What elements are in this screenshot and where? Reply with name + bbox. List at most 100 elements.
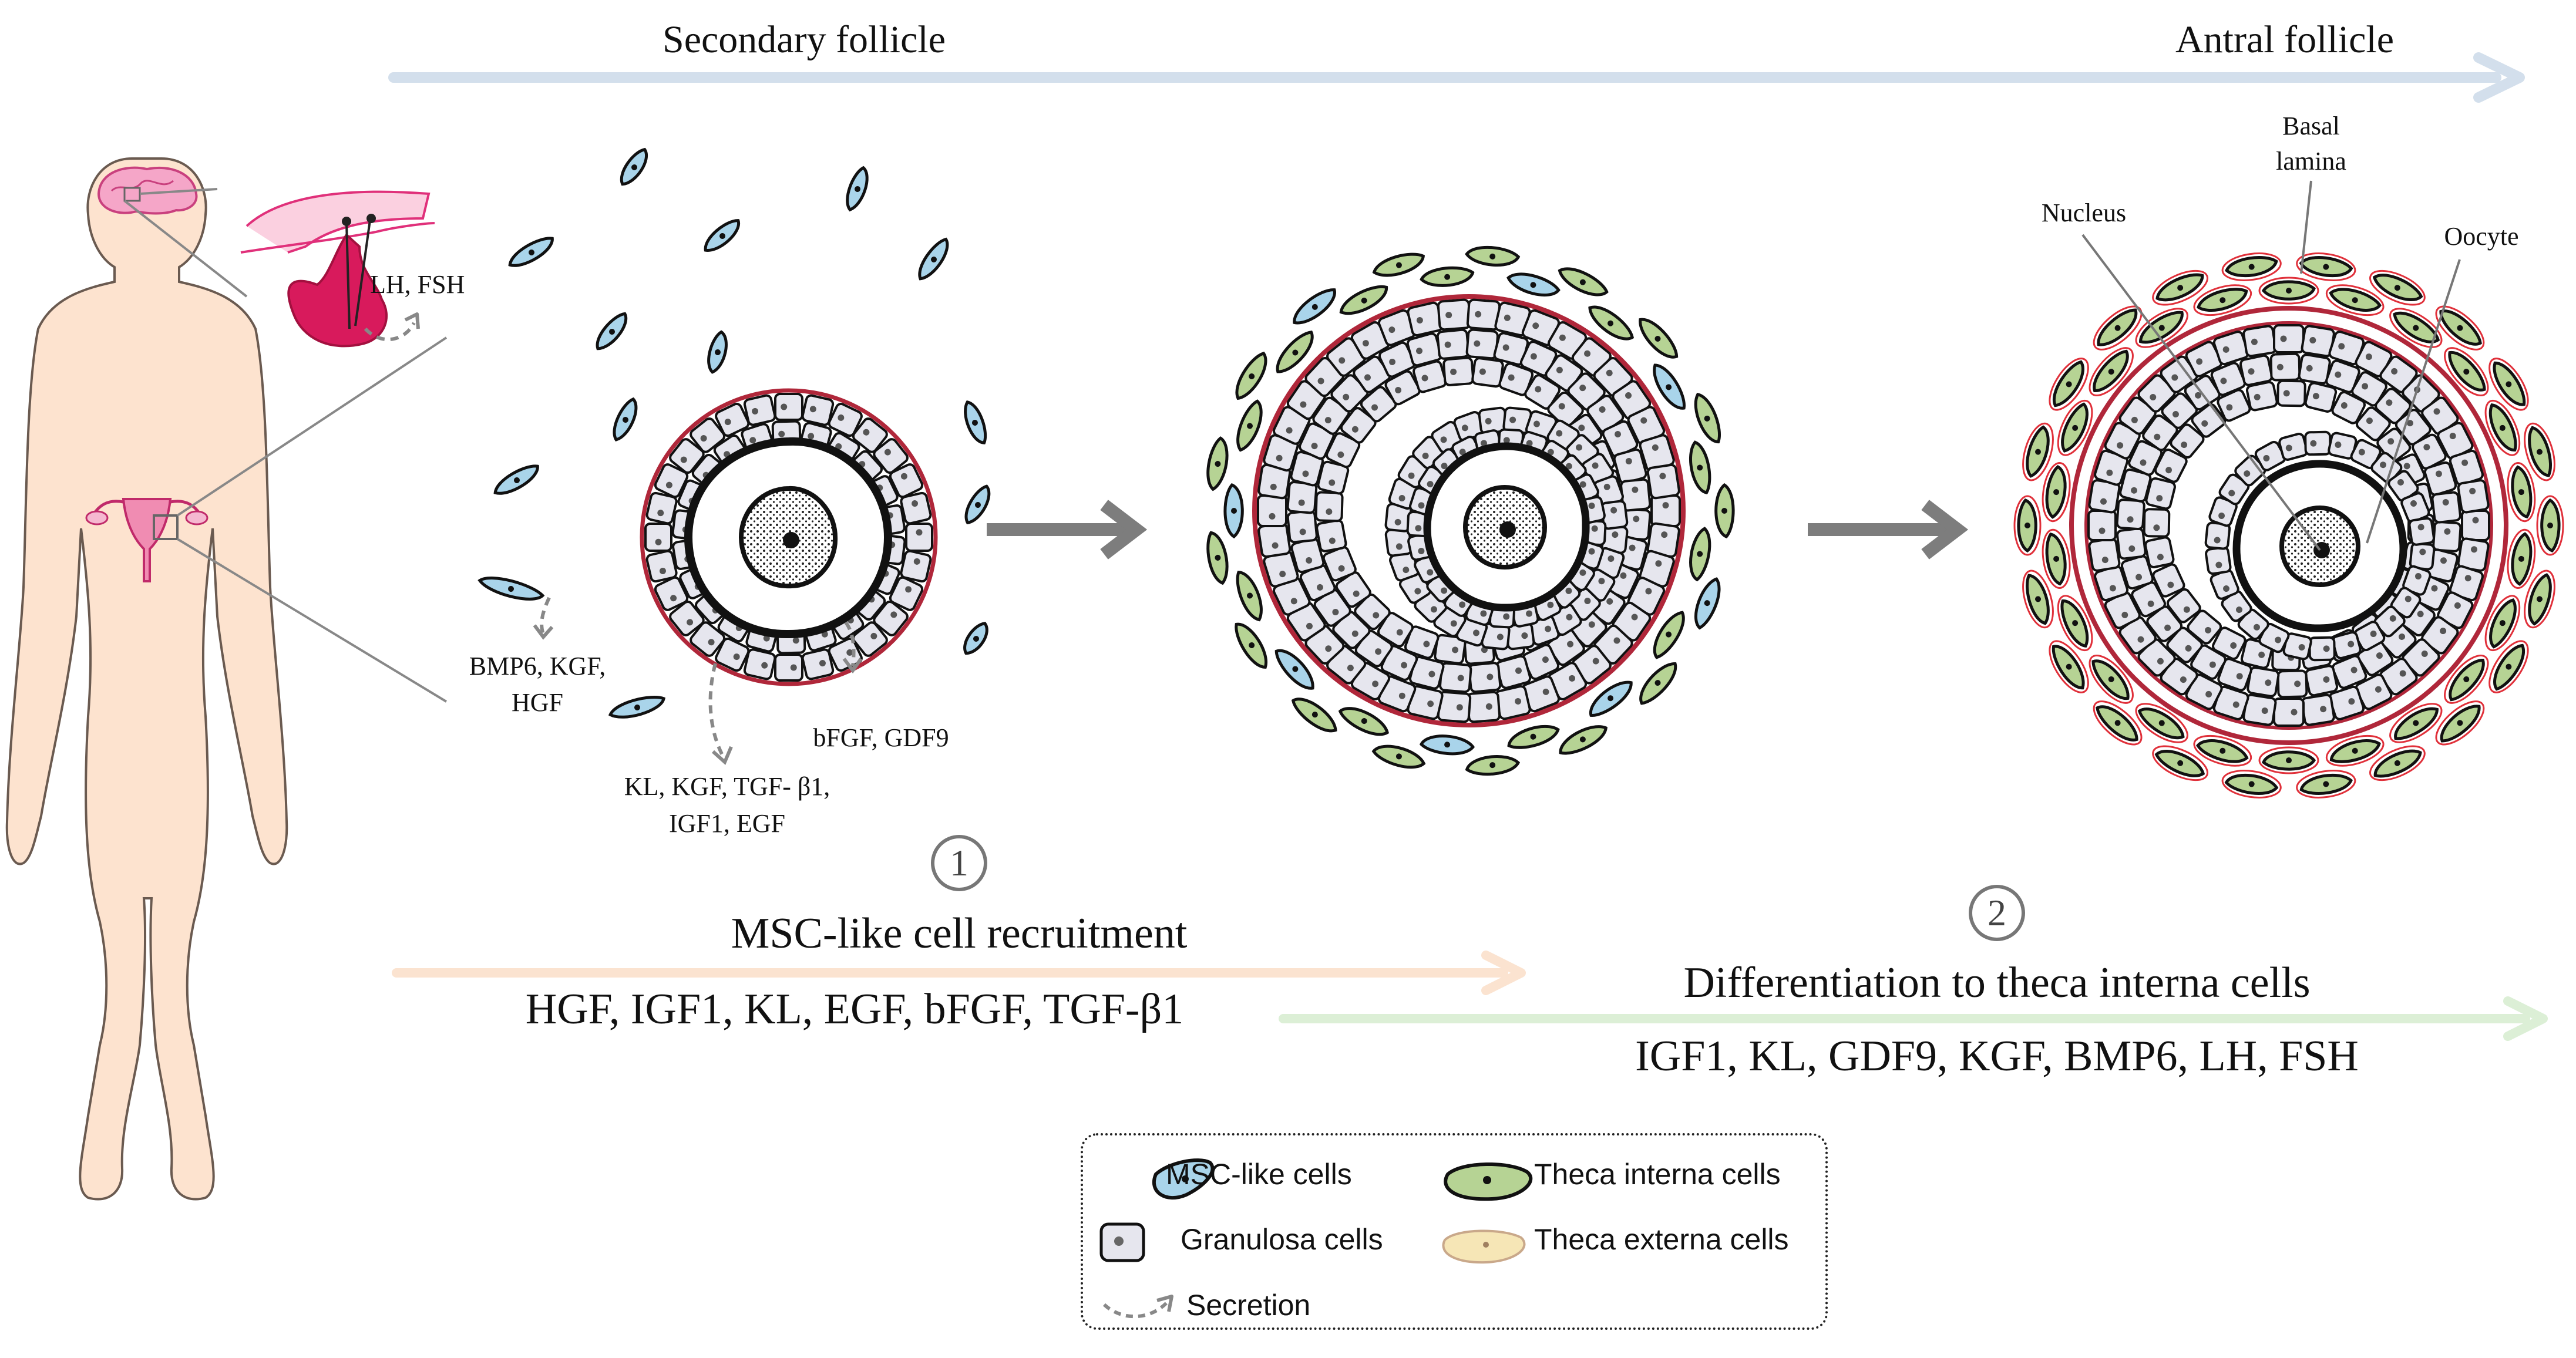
granulosa-cell (1524, 374, 1561, 410)
granulosa-cell (900, 550, 932, 583)
granulosa-cell (1317, 460, 1350, 495)
msc-cell (1506, 272, 1561, 296)
theca-interna-cell (1236, 399, 1263, 452)
theca-externa-outline (2152, 745, 2209, 781)
step1-title: MSC-like cell recruitment (731, 909, 1188, 958)
progression-arrow-1 (987, 500, 1148, 560)
granulosa-cell (1263, 434, 1299, 472)
basal-lamina-label-line1: Basal (2282, 112, 2340, 140)
msc-cell (608, 696, 665, 719)
theca-interna-cell (2053, 360, 2084, 407)
theca-interna-cell (2511, 465, 2533, 518)
granulosa-cell (2278, 433, 2309, 461)
pituitary-gland (240, 190, 435, 348)
body-silhouette (5, 157, 288, 1201)
granulosa-cell (645, 491, 678, 525)
theca-externa-outline (2057, 399, 2093, 456)
legend-icon-theca-externa (1442, 1229, 1526, 1264)
theca-interna-cell (1235, 351, 1267, 400)
theca-interna-cell (2061, 402, 2089, 453)
ovary-zoom-box (153, 514, 179, 540)
brain (97, 166, 198, 215)
granulosa-cell (2408, 517, 2435, 546)
theca-interna-cell (2097, 308, 2138, 346)
theca-interna-cell (2196, 739, 2249, 763)
granulosa-cell (2437, 591, 2474, 629)
theca-externa-outline (2435, 305, 2485, 351)
granulosa-cell (2161, 392, 2198, 429)
granulosa-cell (2088, 537, 2121, 572)
theca-interna-cell (2261, 280, 2316, 301)
theca-interna-cell (2045, 533, 2067, 586)
legend-icon-theca-interna (1444, 1162, 1533, 1201)
theca-interna-cell (1694, 392, 1721, 444)
granulosa-cell (2273, 697, 2305, 727)
granulosa-cell (1384, 370, 1421, 406)
granulosa-cell (654, 576, 689, 611)
msc-cell (477, 577, 545, 601)
granulosa-cell (669, 600, 705, 636)
msc-cell (1694, 577, 1721, 630)
theca-externa-outline (2049, 358, 2089, 411)
theca-interna-cell (1372, 252, 1425, 277)
legend-label-msc: MSC-like cells (1166, 1158, 1352, 1191)
msc-secretion-line2: HGF (511, 688, 564, 717)
msc-cell (613, 397, 638, 442)
theca-externa-outline (2221, 770, 2282, 798)
theca-externa-outline (2389, 703, 2443, 743)
granulosa-cell (2355, 406, 2391, 442)
antral-follicle (2013, 180, 2564, 798)
granulosa-cell (801, 394, 835, 426)
granulosa-cell (2304, 382, 2338, 413)
theca-externa-outline (2221, 252, 2282, 281)
theca-interna-cell (2488, 403, 2517, 452)
uterus (122, 498, 172, 582)
legend-icon-msc (1152, 1158, 1215, 1199)
theca-externa-outline (2444, 654, 2489, 704)
theca-interna-cell (1689, 440, 1711, 494)
theca-interna-cell (1639, 318, 1679, 359)
granulosa-cell (669, 438, 705, 474)
granulosa-cell (2269, 352, 2301, 382)
theca-externa-outline (2536, 495, 2564, 556)
theca-interna-cell (2026, 425, 2050, 478)
stage-label-secondary: Secondary follicle (663, 18, 946, 61)
theca-externa-outline (2258, 277, 2319, 305)
theca-externa-outline (2524, 570, 2555, 629)
granulosa-cell (2144, 536, 2175, 569)
theca-externa-outline (2369, 745, 2426, 781)
theca-interna-cell (2329, 739, 2381, 763)
theca-externa-outline (2444, 347, 2489, 397)
granulosa-cell (2328, 331, 2365, 366)
granulosa-cell (2421, 396, 2459, 435)
granulosa-cell (2432, 520, 2462, 552)
granulosa-cell (1413, 360, 1447, 393)
granulosa-cell (1335, 571, 1371, 608)
theca-interna-cell (2394, 707, 2439, 740)
step2-factors: IGF1, KL, GDF9, KGF, BMP6, LH, FSH (1635, 1032, 2359, 1080)
granulosa-cell (1330, 374, 1369, 413)
granulosa-cell (654, 463, 689, 498)
granulosa-cell (2217, 658, 2252, 692)
granulosa-cell (1650, 494, 1681, 527)
granulosa-cell (905, 523, 933, 552)
step1-factors: HGF, IGF1, KL, EGF, bFGF, TGF-β1 (525, 985, 1184, 1033)
stage-label-antral: Antral follicle (2175, 18, 2395, 61)
granulosa-cell (2276, 379, 2306, 407)
theca-externa-outline (2089, 654, 2134, 704)
granulosa-cell (1340, 407, 1377, 444)
human-body-figure (5, 157, 448, 1201)
theca-interna-cell (1291, 697, 1337, 733)
theca-externa-outline (2389, 308, 2443, 348)
granulosa-cell (1612, 380, 1652, 420)
granulosa-cell (2212, 626, 2247, 661)
theca-interna-cell (1338, 707, 1389, 736)
granulosa-cell (2137, 638, 2176, 677)
theca-externa-outline (2484, 595, 2521, 652)
granulosa-cell (2355, 673, 2393, 710)
theca-interna-cell (1507, 725, 1560, 749)
msc-secretion-line1: BMP6, KGF, (469, 652, 606, 680)
theca-interna-cell (1339, 285, 1388, 315)
theca-interna-cell (1714, 483, 1735, 538)
